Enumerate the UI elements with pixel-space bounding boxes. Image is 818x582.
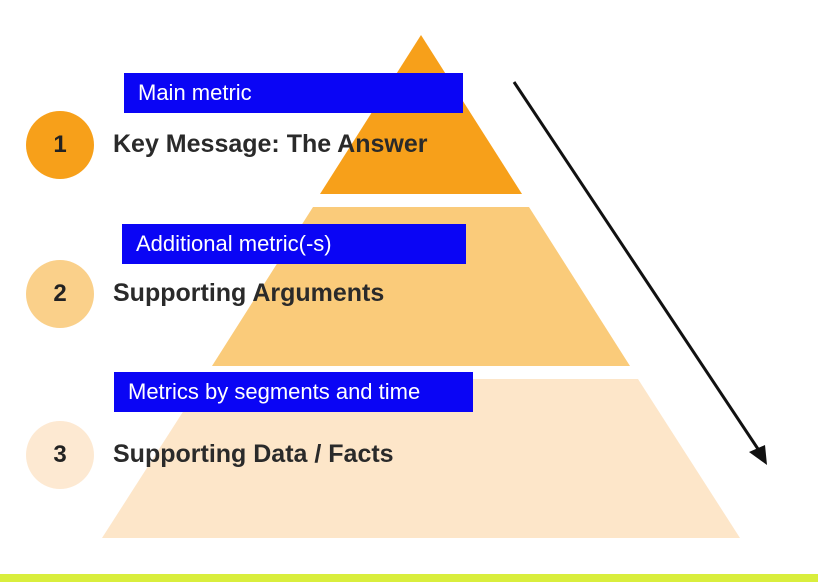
level-2-number: 2	[53, 280, 67, 307]
level-3-number-badge: 3	[26, 421, 94, 489]
level-3-metric-tag: Metrics by segments and time	[114, 372, 473, 412]
bottom-accent-bar	[0, 574, 818, 582]
level-2-metric-tag: Additional metric(-s)	[122, 224, 466, 264]
level-1-number: 1	[53, 131, 67, 158]
level-3-number: 3	[53, 441, 67, 468]
level-1-metric-tag: Main metric	[124, 73, 463, 113]
level-2-title: Supporting Arguments	[113, 279, 385, 307]
level-1-title: Key Message: The Answer	[113, 130, 428, 158]
level-1-number-badge: 1	[26, 111, 94, 179]
pyramid-tier-1	[320, 35, 522, 194]
level-2-number-badge: 2	[26, 260, 94, 328]
level-3-title: Supporting Data / Facts	[113, 440, 394, 468]
